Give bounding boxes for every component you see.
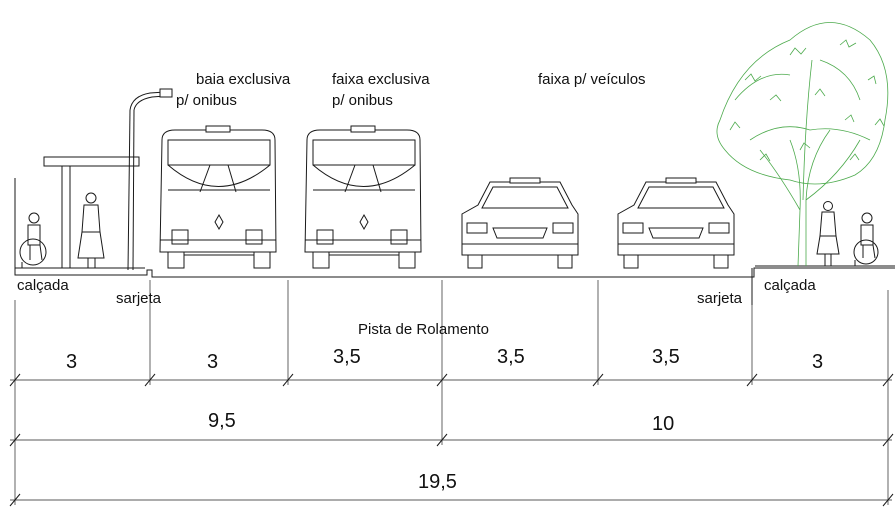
pedestrian-right xyxy=(816,201,840,266)
bus-lane xyxy=(304,125,422,269)
subtotal-dim-left: 9,5 xyxy=(208,410,236,432)
bus-lane-label-line1: faixa exclusiva xyxy=(332,71,430,88)
bus-shelter xyxy=(43,156,140,268)
bus-lane-label-line2: p/ onibus xyxy=(332,92,393,109)
bus-bay xyxy=(159,125,277,269)
dimension-row-3 xyxy=(9,493,894,507)
gutter-right-label: sarjeta xyxy=(697,290,743,307)
dimension-row-2 xyxy=(9,433,894,447)
vehicle-lane-label: faixa p/ veículos xyxy=(538,71,646,88)
car-2 xyxy=(617,177,735,269)
segment-dim-4: 3,5 xyxy=(497,346,525,368)
sidewalk-right-label: calçada xyxy=(764,277,816,294)
segment-dim-3: 3,5 xyxy=(333,346,361,368)
segment-dim-5: 3,5 xyxy=(652,346,680,368)
bay-label-line1: baia exclusiva xyxy=(196,71,291,88)
wheelchair-user-left xyxy=(19,212,47,268)
wheelchair-user-right xyxy=(853,212,879,266)
street-light xyxy=(127,88,173,271)
ground-profile xyxy=(14,178,895,305)
section-dividers xyxy=(14,280,889,505)
tree xyxy=(716,22,889,267)
subtotal-dim-right: 10 xyxy=(652,413,674,435)
total-dim: 19,5 xyxy=(418,471,457,493)
sidewalk-left-label: calçada xyxy=(17,277,69,294)
pedestrian-left xyxy=(77,192,105,268)
gutter-left-label: sarjeta xyxy=(116,290,162,307)
car-1 xyxy=(461,177,579,269)
segment-dim-2: 3 xyxy=(207,351,218,373)
segment-dim-1: 3 xyxy=(66,351,77,373)
bay-label-line2: p/ onibus xyxy=(176,92,237,109)
dimension-row-1 xyxy=(9,373,894,387)
roadway-label: Pista de Rolamento xyxy=(358,321,489,338)
segment-dim-6: 3 xyxy=(812,351,823,373)
